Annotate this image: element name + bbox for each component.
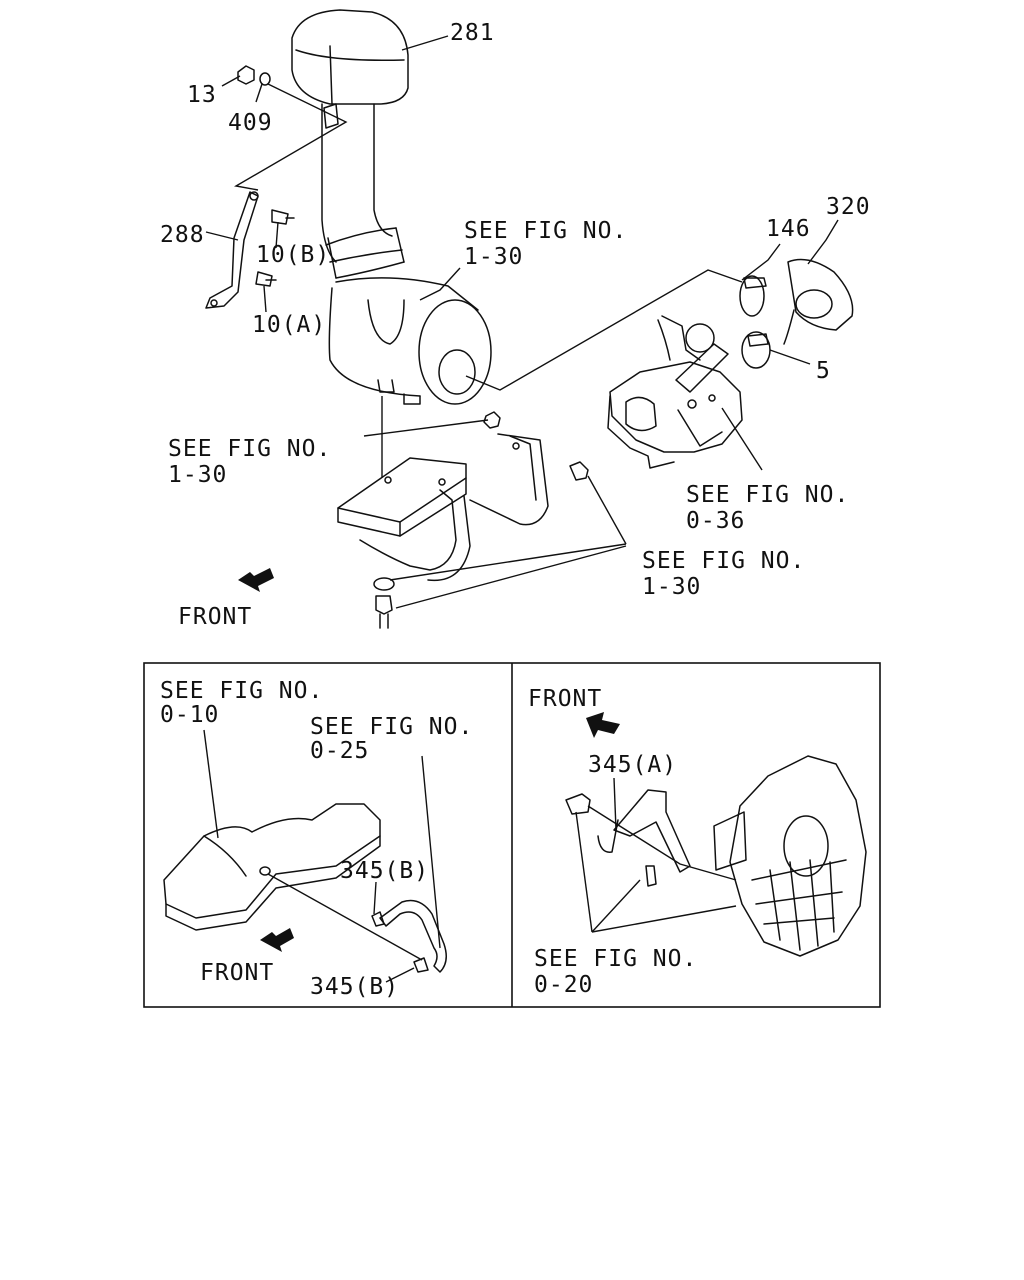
callout-320: 320 xyxy=(826,194,871,220)
air-cleaner xyxy=(328,277,492,405)
callout-13: 13 xyxy=(187,82,217,108)
ref-turbo-line2: 0-36 xyxy=(686,508,745,534)
turbocharger xyxy=(607,315,743,469)
ref-air-cleaner-line2: 1-30 xyxy=(464,244,523,270)
ref-breather-line1: SEE FIG NO. xyxy=(310,714,473,740)
intake-duct xyxy=(321,103,405,279)
head-cover xyxy=(163,803,381,931)
clamp-5 xyxy=(741,331,771,369)
callout-288: 288 xyxy=(160,222,205,248)
flywheel-housing xyxy=(713,755,867,957)
ref-turbo-line1: SEE FIG NO. xyxy=(686,482,849,508)
front-label-main: FRONT xyxy=(178,604,252,630)
ref-mount-line2: 1-30 xyxy=(642,574,701,600)
inset-left-leaders xyxy=(203,729,441,983)
clamp-146 xyxy=(739,275,767,317)
ref-head-cover-line2: 0-10 xyxy=(160,702,219,728)
ref-air-cleaner-line1: SEE FIG NO. xyxy=(464,218,627,244)
inset-frame xyxy=(143,662,881,1008)
ref-head-cover-line1: SEE FIG NO. xyxy=(160,678,323,704)
bolts-10 xyxy=(255,209,295,287)
ref-mount-line1: SEE FIG NO. xyxy=(642,548,805,574)
dash-lines-turbo xyxy=(465,269,743,391)
callout-10a: 10(A) xyxy=(252,312,326,338)
reference-labels: SEE FIG NO. 1-30 SEE FIG NO. 1-30 SEE FI… xyxy=(160,218,849,998)
dash-lines-upper xyxy=(234,83,348,191)
bracket-288 xyxy=(205,191,259,309)
hose-320 xyxy=(783,258,854,345)
callout-409: 409 xyxy=(228,110,273,136)
callout-10b: 10(B) xyxy=(256,242,330,268)
callout-281: 281 xyxy=(450,20,495,46)
callout-146: 146 xyxy=(766,216,811,242)
front-arrow-inset-right xyxy=(586,712,620,738)
front-arrow-inset-left xyxy=(260,928,294,952)
intake-elbow-281 xyxy=(291,9,409,105)
ref-bracket-line1: SEE FIG NO. xyxy=(168,436,331,462)
callout-345b-bottom: 345(B) xyxy=(310,974,399,1000)
ref-breather-line2: 0-25 xyxy=(310,738,369,764)
callout-345a: 345(A) xyxy=(588,752,677,778)
mount-fasteners xyxy=(373,411,589,629)
breather-hose xyxy=(371,899,447,973)
front-labels: FRONT FRONT FRONT xyxy=(178,604,602,986)
callout-5: 5 xyxy=(816,358,831,384)
leader-lines xyxy=(205,35,839,609)
front-label-inset-right: FRONT xyxy=(528,686,602,712)
inset-right-leaders xyxy=(575,777,737,933)
ref-flywheel-line2: 0-20 xyxy=(534,972,593,998)
front-arrow-main xyxy=(238,568,274,592)
air-cleaner-mount-bracket xyxy=(337,433,549,582)
nut-13-washer-409 xyxy=(237,65,339,129)
callout-345b-top: 345(B) xyxy=(340,858,429,884)
ref-bracket-line2: 1-30 xyxy=(168,462,227,488)
ref-flywheel-line1: SEE FIG NO. xyxy=(534,946,697,972)
front-label-inset-left: FRONT xyxy=(200,960,274,986)
callout-labels: 281 13 409 288 10(B) 10(A) 146 320 5 345… xyxy=(160,20,871,1000)
